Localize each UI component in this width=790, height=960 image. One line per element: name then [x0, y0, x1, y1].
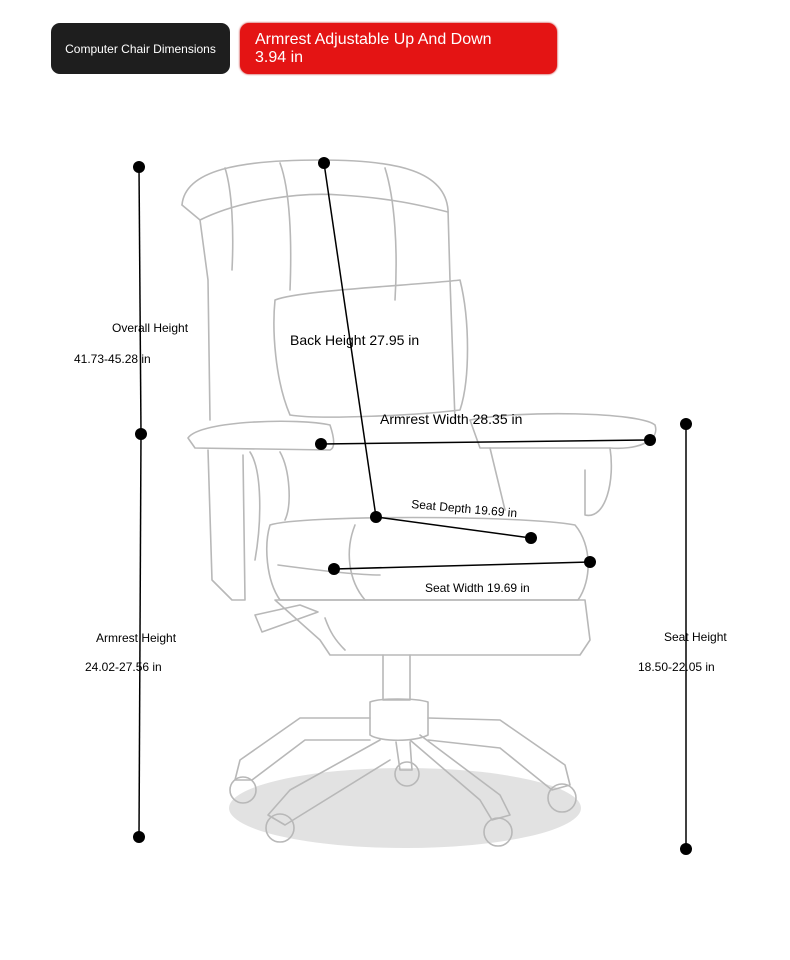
- dimension-lines: [138, 162, 687, 849]
- back-height-line: [323, 162, 377, 518]
- overall-height-value: 41.73-45.28 in: [74, 352, 151, 366]
- title-badge-text: Computer Chair Dimensions: [65, 41, 216, 56]
- back-height-bottom-dot: [370, 511, 382, 523]
- armrest-width-label: Armrest Width 28.35 in: [380, 411, 523, 427]
- overall-height-line: [138, 166, 142, 435]
- armrest-adjust-value: 3.94 in: [255, 49, 304, 66]
- seat-height-top-dot: [680, 418, 692, 430]
- overall-height-bottom-dot: [135, 428, 147, 440]
- armrest-height-label: Armrest Height: [96, 631, 177, 645]
- seat-width-right-dot: [584, 556, 596, 568]
- seat-height-value: 18.50-22.05 in: [638, 660, 715, 674]
- armrest-width-left-dot: [315, 438, 327, 450]
- seat-width-left-dot: [328, 563, 340, 575]
- seat-depth-end-dot: [525, 532, 537, 544]
- seat-width-label: Seat Width 19.69 in: [425, 581, 530, 595]
- seat-depth-line: [375, 516, 532, 539]
- armrest-height-bottom-dot: [133, 831, 145, 843]
- overall-height-top-dot: [133, 161, 145, 173]
- seat-height-bottom-dot: [680, 843, 692, 855]
- overall-height-label: Overall Height: [112, 321, 189, 335]
- title-badge: Computer Chair Dimensions: [51, 23, 230, 74]
- dimension-dots: [133, 157, 692, 855]
- armrest-adjust-badge: Armrest Adjustable Up And Down 3.94 in: [240, 23, 557, 74]
- chair-illustration: [181, 159, 657, 847]
- armrest-height-line: [138, 433, 142, 838]
- armrest-adjust-text: Armrest Adjustable Up And Down: [255, 31, 492, 48]
- armrest-width-line: [320, 439, 651, 445]
- floor-shadow: [229, 768, 581, 848]
- back-height-top-dot: [318, 157, 330, 169]
- armrest-height-value: 24.02-27.56 in: [85, 660, 162, 674]
- armrest-width-right-dot: [644, 434, 656, 446]
- seat-width-line: [333, 561, 591, 570]
- back-height-label: Back Height 27.95 in: [290, 332, 420, 348]
- seat-height-label: Seat Height: [664, 630, 727, 644]
